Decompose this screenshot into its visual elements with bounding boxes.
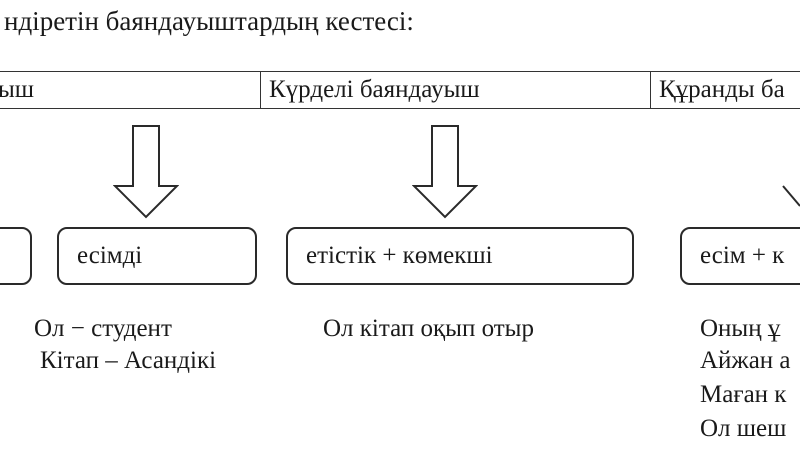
example-compound-2: Айжан а [700, 347, 791, 374]
header-cell-complex-predicate: Күрделі баяндауыш [260, 72, 650, 108]
example-compound-1: Оның ұ [700, 315, 781, 342]
type-box-verb-auxiliary: етістік + көмекші [286, 227, 634, 285]
down-arrow-icon [412, 125, 478, 219]
page-heading: ндіретін баяндауыштардың кестесі: [4, 6, 414, 36]
type-box-noun-plus: есім + к [680, 227, 800, 285]
example-nominal-1: Ол − студент [34, 315, 172, 342]
example-compound-4: Ол шеш [700, 415, 787, 442]
header-cell-compound-predicate: Құранды ба [650, 72, 800, 108]
down-arrow-icon [782, 185, 800, 207]
category-header-row: ыш Күрделі баяндауыш Құранды ба [0, 71, 800, 109]
header-cell-simple: ыш [0, 76, 35, 103]
example-compound-3: Маған к [700, 381, 787, 408]
type-box-partial [0, 227, 32, 285]
example-nominal-2: Кітап – Асандікі [40, 347, 217, 374]
example-verbal-1: Ол кітап оқып отыр [323, 315, 534, 342]
type-box-nominal: есімді [57, 227, 257, 285]
down-arrow-icon [113, 125, 179, 219]
